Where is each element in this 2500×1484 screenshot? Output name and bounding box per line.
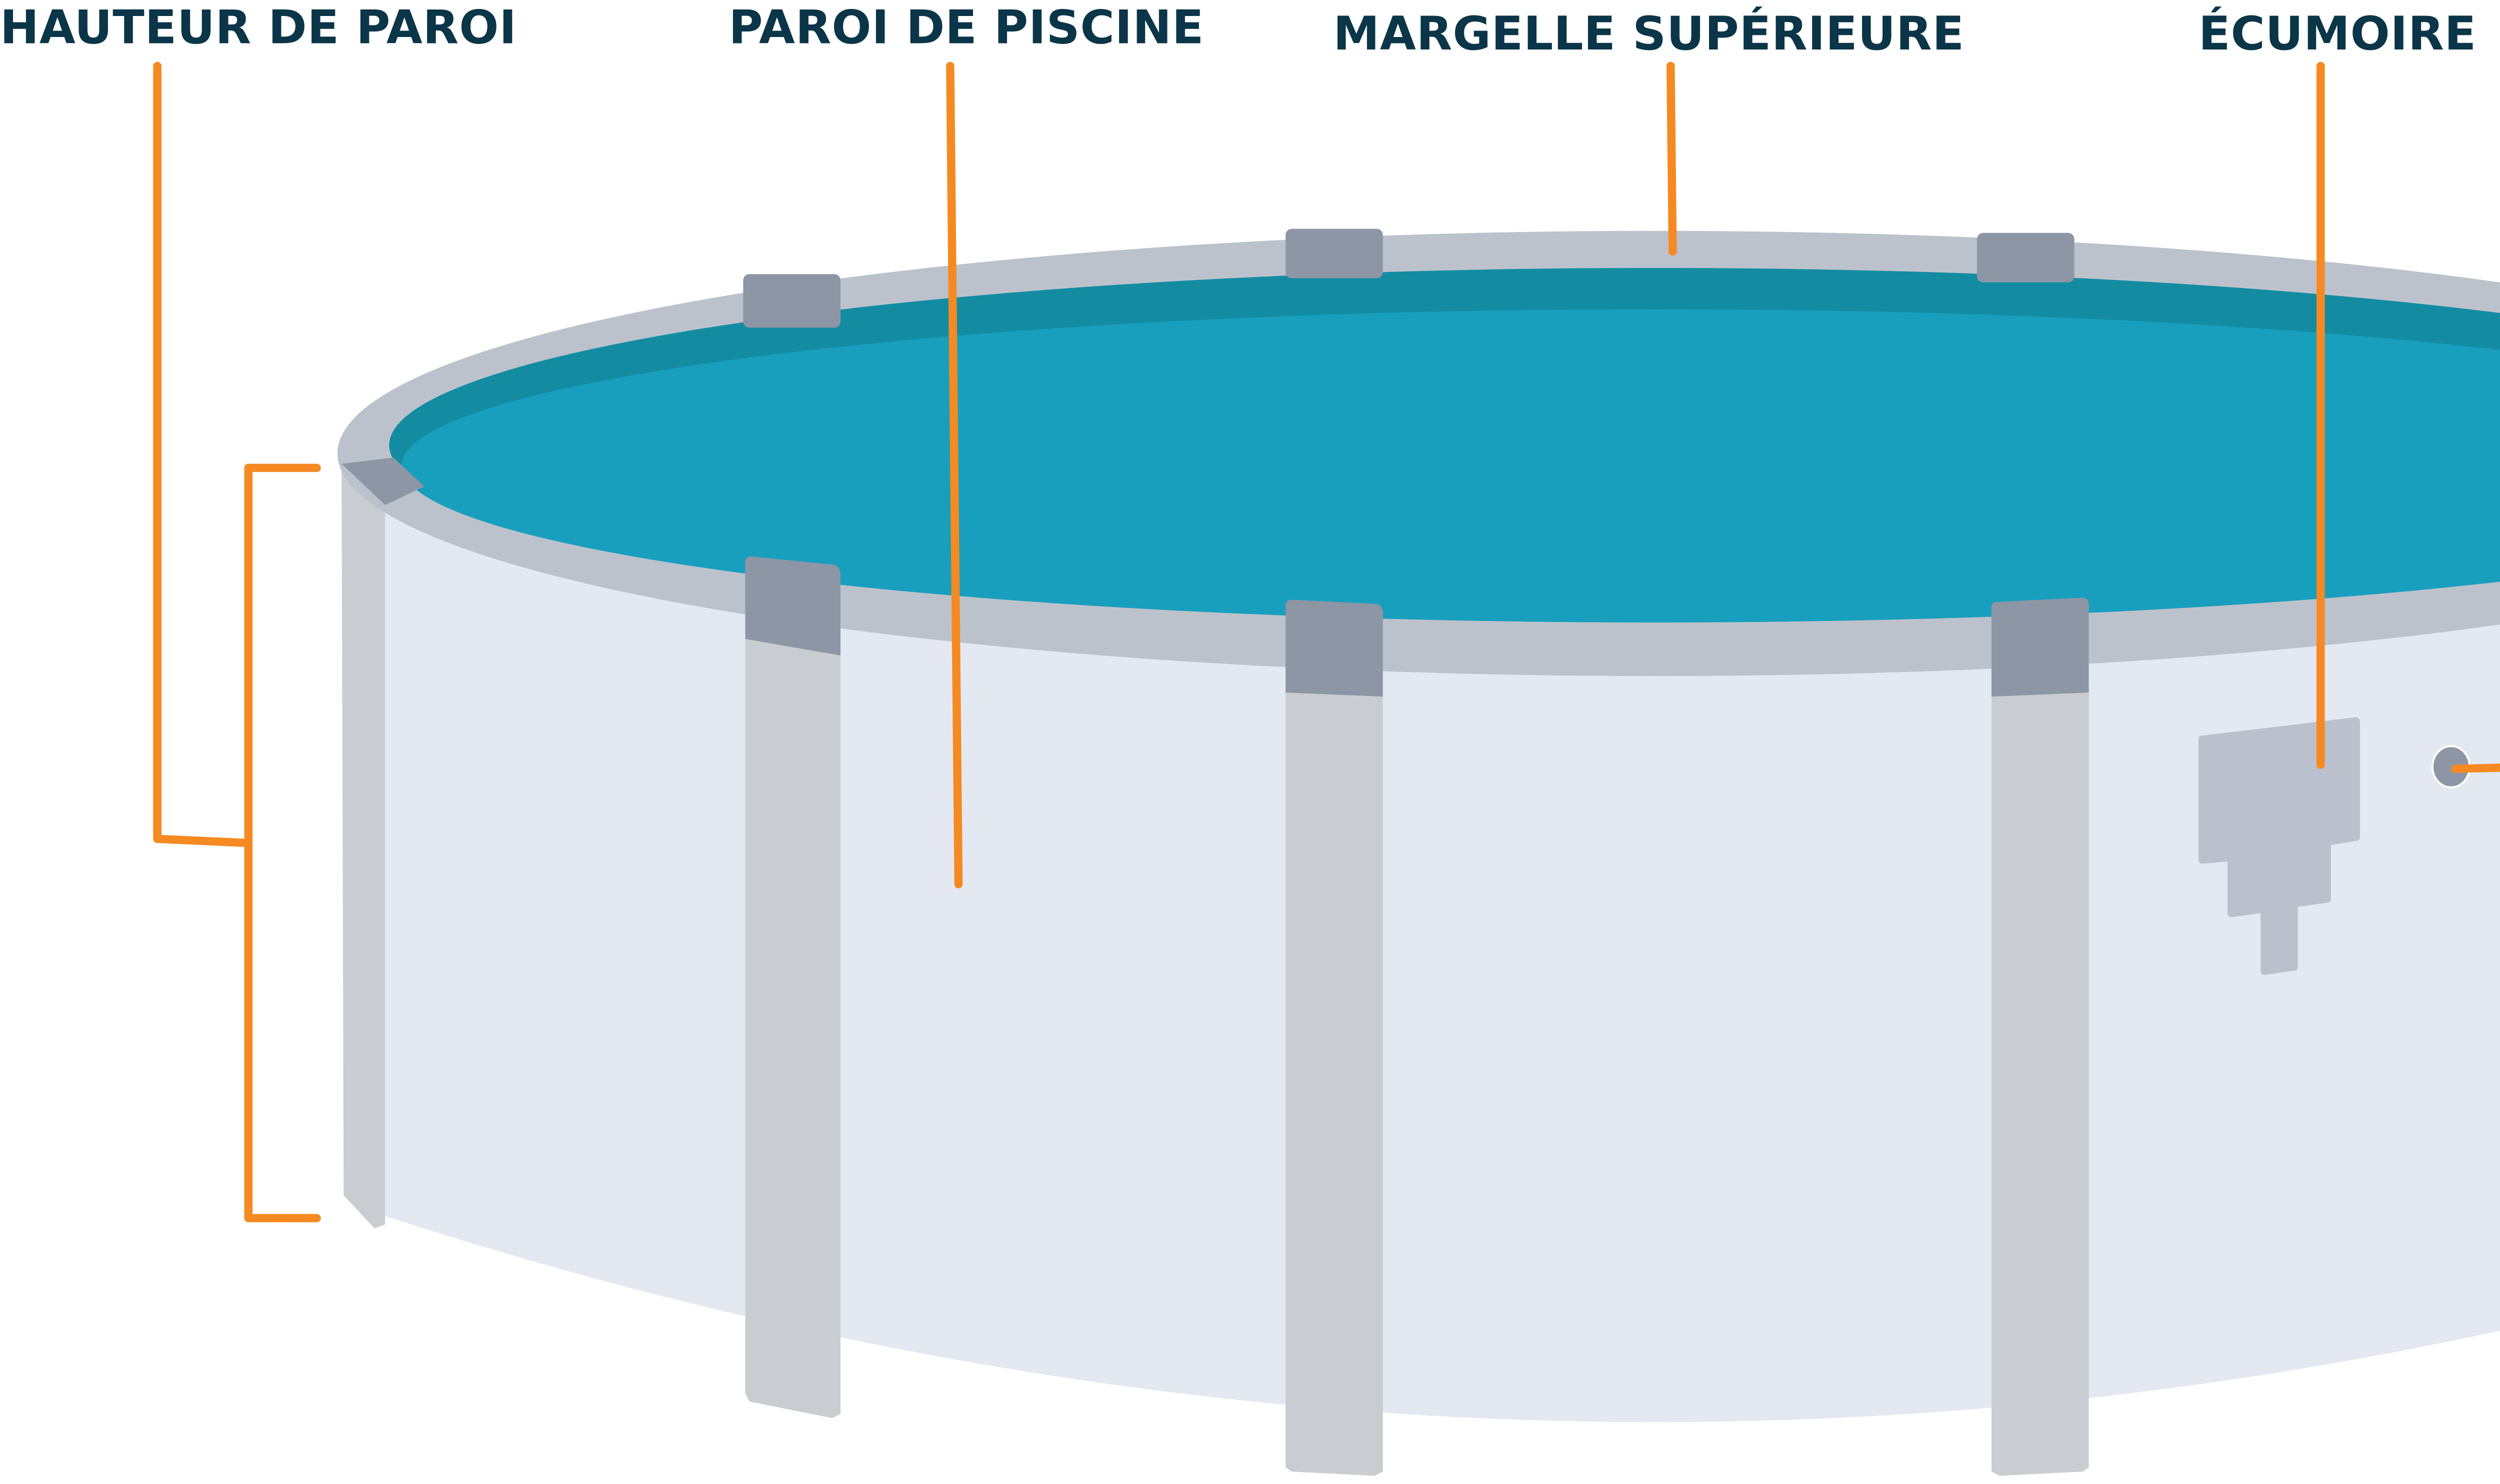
leader-lines (153, 62, 2500, 1222)
upright-3 (1991, 684, 2089, 1476)
rail-cap-back-2 (1286, 228, 1383, 278)
upright-cap-2 (1286, 600, 1383, 697)
water-surface (402, 309, 2500, 622)
upright-cap-3 (1991, 598, 2089, 697)
label-skimmer: ÉCUMOIRE (2198, 6, 2476, 60)
label-wall-height: HAUTEUR DE PAROI (0, 0, 517, 54)
leader-pool-wall (946, 62, 963, 888)
upright-2 (1286, 684, 1383, 1476)
label-top-rail: MARGELLE SUPÉRIEURE (1333, 6, 1964, 60)
skimmer (2198, 717, 2360, 975)
label-pool-wall: PAROI DE PISCINE (728, 0, 1204, 54)
rail-cap-back-3 (1976, 232, 2074, 282)
upright-left-edge (342, 458, 386, 1228)
leader-top-rail (1666, 62, 1677, 256)
bracket-wall-height (244, 464, 321, 1222)
upright-cap-1 (745, 556, 840, 656)
leader-wall-height (153, 62, 253, 848)
pool-wall (385, 490, 2500, 1422)
rail-corner-cap-left (342, 458, 424, 505)
upright-1 (745, 630, 840, 1418)
rail-cap-back-1 (743, 274, 840, 328)
